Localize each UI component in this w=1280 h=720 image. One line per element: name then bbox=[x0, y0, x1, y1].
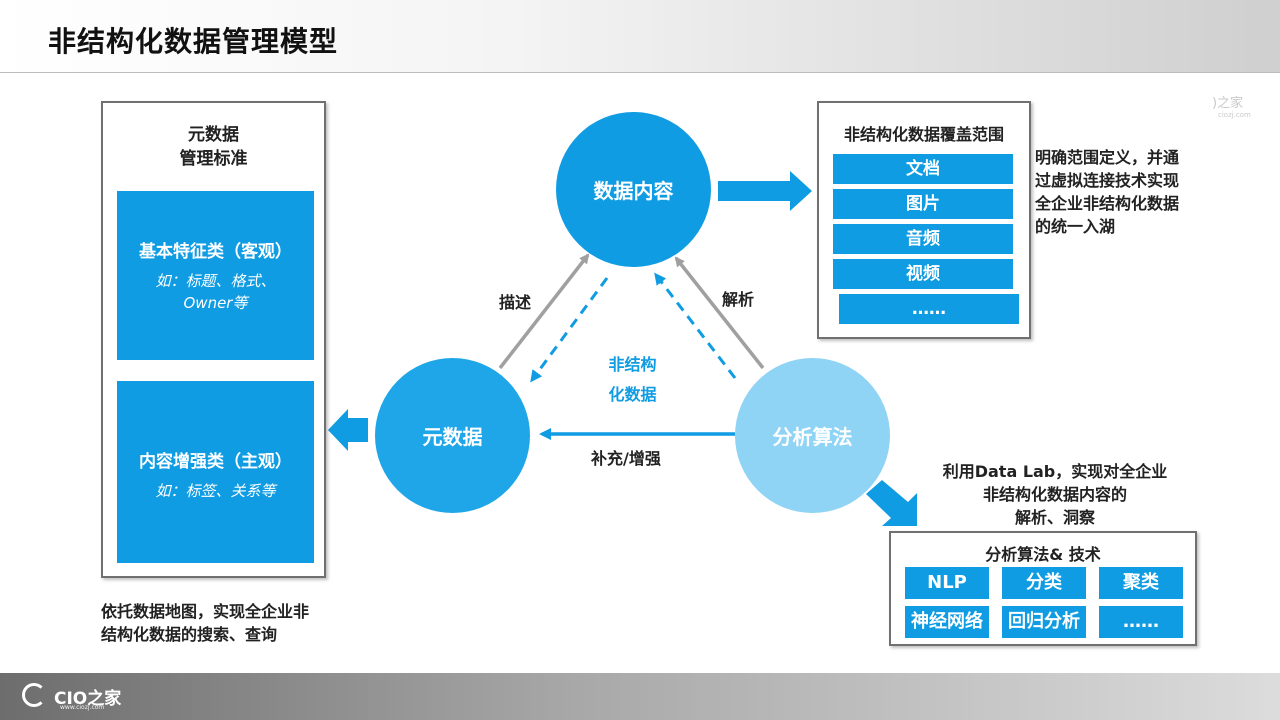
datalab-note-line3: 解析、洞察 bbox=[1014, 508, 1095, 527]
metadata-standard-box: 元数据 管理标准 基本特征类（客观） 如：标题、格式、 Owner等 内容增强类… bbox=[101, 101, 326, 578]
tech-item: NLP bbox=[905, 567, 989, 599]
arrow-dashed-to-meta bbox=[530, 277, 609, 383]
metadata-label: 元数据 bbox=[422, 425, 483, 449]
metadata-standard-title: 元数据 管理标准 bbox=[103, 123, 324, 171]
datalab-note-line1: 利用Data Lab，实现对全企业 bbox=[942, 462, 1168, 481]
datamap-note-line1: 依托数据地图，实现全企业非 bbox=[101, 602, 310, 621]
watermark: )之家 ciozj.com bbox=[1212, 92, 1251, 119]
datamap-note: 依托数据地图，实现全企业非 结构化数据的搜索、查询 bbox=[101, 600, 371, 646]
basic-features-block: 基本特征类（客观） 如：标题、格式、 Owner等 bbox=[117, 191, 314, 360]
coverage-item: …… bbox=[839, 294, 1019, 324]
metadata-standard-title-line2: 管理标准 bbox=[179, 149, 248, 169]
block-arrow-right bbox=[718, 171, 812, 211]
footer-bar bbox=[0, 673, 1280, 720]
arrow-dashed-to-content bbox=[654, 272, 737, 379]
tech-item: 分类 bbox=[1002, 567, 1086, 599]
arrow-parse bbox=[674, 256, 765, 370]
coverage-box: 非结构化数据覆盖范围 文档 图片 音频 视频 …… bbox=[817, 101, 1031, 339]
content-enhance-title: 内容增强类（主观） bbox=[139, 452, 292, 472]
tech-item: 聚类 bbox=[1099, 567, 1183, 599]
coverage-item: 文档 bbox=[833, 154, 1013, 184]
metadata-standard-title-line1: 元数据 bbox=[188, 125, 239, 145]
coverage-item: 视频 bbox=[833, 259, 1013, 289]
coverage-note-line1: 明确范围定义，并通 bbox=[1035, 148, 1180, 167]
supplement-label: 补充/增强 bbox=[591, 449, 661, 468]
datalab-note-line2: 非结构化数据内容的 bbox=[982, 485, 1127, 504]
data-content-label: 数据内容 bbox=[593, 179, 674, 203]
coverage-title: 非结构化数据覆盖范围 bbox=[843, 125, 1004, 144]
coverage-item: 音频 bbox=[833, 224, 1013, 254]
coverage-note-line3: 全企业非结构化数据 bbox=[1035, 194, 1180, 213]
tech-item: 回归分析 bbox=[1002, 606, 1086, 638]
block-arrow-left bbox=[328, 409, 368, 451]
arrow-describe bbox=[498, 253, 590, 370]
basic-features-example-line2: Owner等 bbox=[183, 294, 248, 312]
analysis-algorithm-label: 分析算法 bbox=[772, 425, 853, 449]
page-title: 非结构化数据管理模型 bbox=[48, 25, 339, 58]
parse-label: 解析 bbox=[722, 290, 755, 309]
tech-title: 分析算法& 技术 bbox=[985, 545, 1101, 564]
logo-ring-icon bbox=[22, 683, 46, 707]
tech-item: 神经网络 bbox=[905, 606, 989, 638]
block-arrow-diagonal bbox=[866, 480, 917, 526]
coverage-note: 明确范围定义，并通 过虚拟连接技术实现 全企业非结构化数据 的统一入湖 bbox=[1035, 146, 1225, 238]
footer-logo-text: CIO之家 bbox=[54, 689, 122, 709]
coverage-note-line2: 过虚拟连接技术实现 bbox=[1035, 171, 1180, 190]
watermark-sub: ciozj.com bbox=[1218, 111, 1251, 119]
unstructured-data-label: 非结构 化数据 bbox=[585, 350, 680, 410]
footer-logo-sub: www.ciozj.com bbox=[60, 704, 105, 711]
analysis-algorithm-circle: 分析算法 bbox=[735, 358, 890, 513]
tech-item: …… bbox=[1099, 606, 1183, 638]
content-enhance-block: 内容增强类（主观） 如：标签、关系等 bbox=[117, 381, 314, 563]
describe-label: 描述 bbox=[499, 293, 532, 312]
data-content-circle: 数据内容 bbox=[556, 112, 711, 267]
metadata-circle: 元数据 bbox=[375, 358, 530, 513]
datamap-note-line2: 结构化数据的搜索、查询 bbox=[101, 625, 278, 644]
content-enhance-example: 如：标签、关系等 bbox=[155, 482, 276, 500]
unstructured-data-label-line2: 化数据 bbox=[608, 385, 657, 404]
datalab-note: 利用Data Lab，实现对全企业 非结构化数据内容的 解析、洞察 bbox=[905, 460, 1205, 529]
coverage-note-line4: 的统一入湖 bbox=[1035, 217, 1116, 236]
header-bar: 非结构化数据管理模型 bbox=[0, 0, 1280, 73]
watermark-text: )之家 bbox=[1212, 96, 1244, 111]
tech-box: 分析算法& 技术 NLP 分类 聚类 神经网络 回归分析 …… bbox=[889, 531, 1197, 646]
basic-features-title: 基本特征类（客观） bbox=[139, 242, 292, 262]
unstructured-data-label-line1: 非结构 bbox=[608, 355, 657, 374]
coverage-item: 图片 bbox=[833, 189, 1013, 219]
basic-features-example-line1: 如：标题、格式、 bbox=[155, 272, 276, 290]
